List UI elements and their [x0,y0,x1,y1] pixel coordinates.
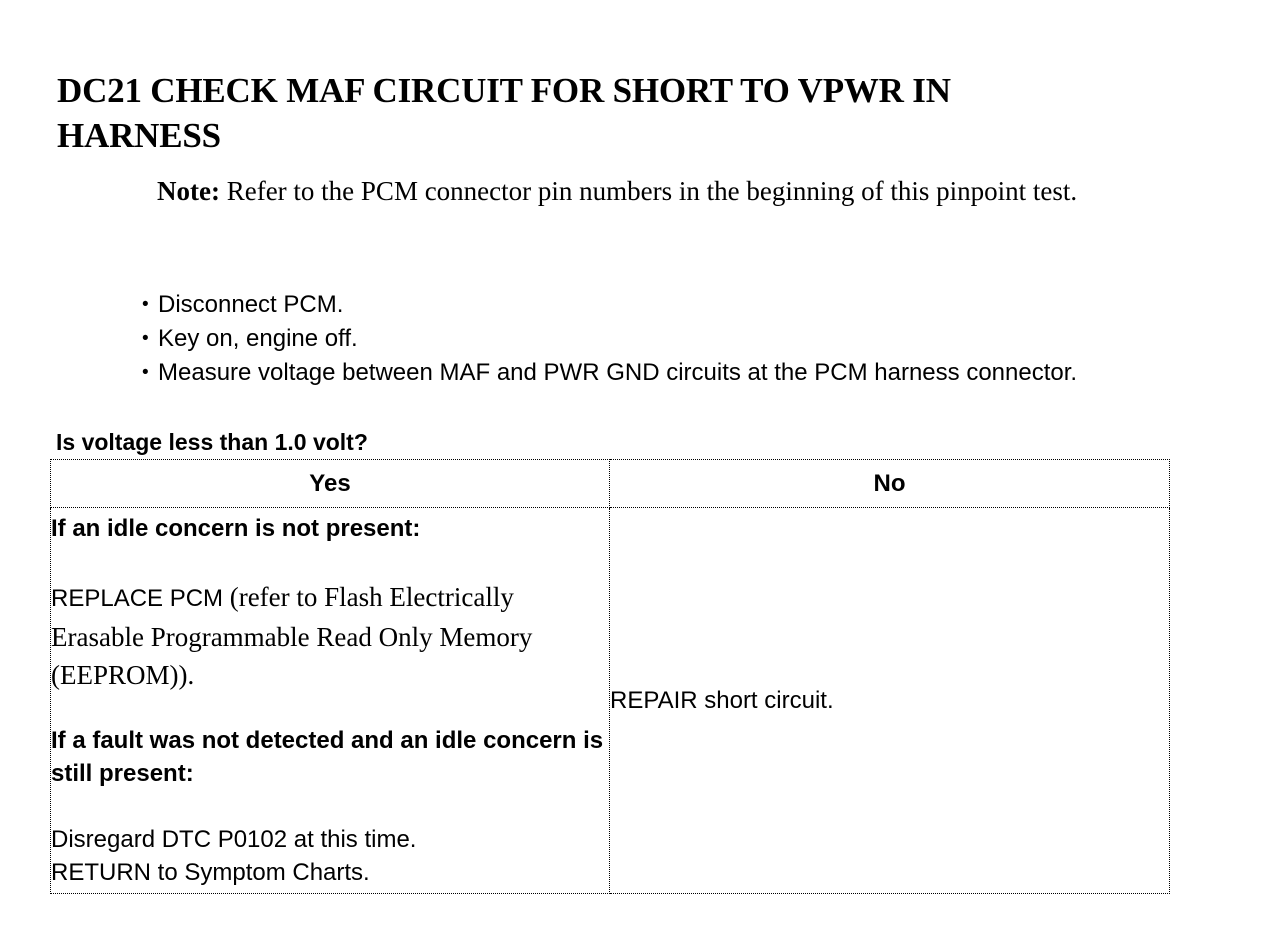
note-label: Note: [157,176,220,206]
step-text: Key on, engine off. [158,325,358,352]
yes-condition-heading-2: If a fault was not detected and an idle … [51,727,604,787]
question-text: Is voltage less than 1.0 volt? [56,429,368,455]
page-title: DC21 CHECK MAF CIRCUIT FOR SHORT TO VPWR… [57,71,951,156]
note-block: Note: Refer to the PCM connector pin num… [157,172,1237,210]
procedure-step-list: • Disconnect PCM. • Key on, engine off. • M… [140,288,1260,390]
list-item: • Measure voltage between MAF and PWR GND… [140,356,1260,390]
column-header-yes: Yes [50,459,610,508]
yes-action-1-serif: (refer to Flash Electrically Erasable Pr… [51,582,533,690]
no-cell: REPAIR short circuit. [609,507,1170,894]
answer-table: Yes No If an idle concern is not present… [50,459,1170,894]
list-item: • Key on, engine off. [140,322,1260,356]
spacer [51,790,609,823]
yes-action-2-line-1: Disregard DTC P0102 at this time. [51,826,417,853]
table-row: If an idle concern is not present: REPLA… [50,507,1170,894]
list-item: • Disconnect PCM. [140,288,1260,322]
spacer [51,545,609,578]
yes-action-1-sans: REPLACE PCM [51,585,230,612]
note-text: Refer to the PCM connector pin numbers i… [219,176,1078,206]
yes-condition-heading-1: If an idle concern is not present: [51,515,421,542]
bullet-icon: • [142,362,149,383]
step-text: Disconnect PCM. [158,291,344,318]
yes-action-2-line-2: RETURN to Symptom Charts. [51,859,370,886]
yes-cell: If an idle concern is not present: REPLA… [50,507,610,894]
bullet-icon: • [142,294,149,315]
yes-action-1: REPLACE PCM (refer to Flash Electrically… [51,578,609,694]
bullet-icon: • [142,328,149,349]
no-action-text: REPAIR short circuit. [610,687,834,714]
spacer [51,694,609,724]
column-header-no: No [609,459,1170,508]
table-header-row: Yes No [50,459,1170,508]
step-text: Measure voltage between MAF and PWR GND … [158,359,1078,386]
